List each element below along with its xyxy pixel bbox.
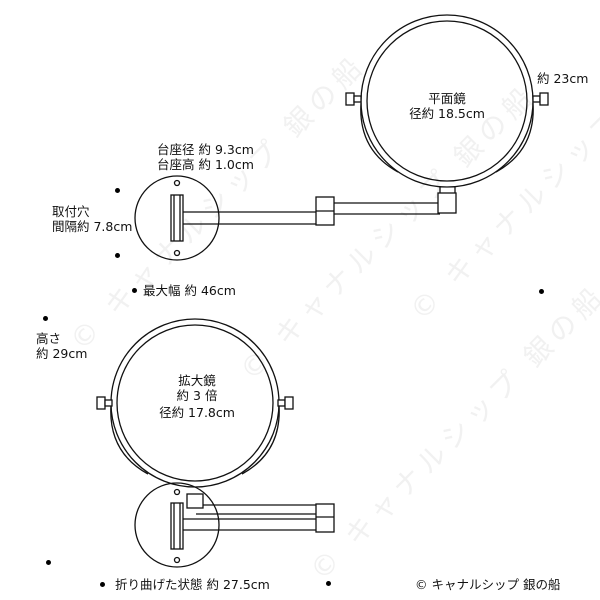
marker-dot <box>326 581 331 586</box>
base-diameter: 台座径 約 9.3cm <box>157 142 254 157</box>
marker-dot <box>46 560 51 565</box>
magnifying-mirror-magnification: 約 3 倍 <box>176 388 218 403</box>
swing-arm-top <box>183 186 457 226</box>
flat-mirror-drawing <box>345 14 549 188</box>
folded-size-value: 折り曲げた状態 約 27.5cm <box>115 577 270 592</box>
magnifying-mirror-label: 拡大鏡 約 3 倍 径約 17.8cm <box>150 373 244 420</box>
overall-height-title: 高さ <box>36 331 62 346</box>
marker-dot <box>115 188 120 193</box>
wall-base-bottom <box>134 482 220 568</box>
flat-mirror-width: 約 23cm <box>537 71 589 86</box>
wall-base-top <box>134 175 220 261</box>
marker-dot <box>43 316 48 321</box>
flat-mirror-name: 平面鏡 <box>428 91 466 106</box>
flat-mirror-diameter: 径約 18.5cm <box>409 106 485 121</box>
marker-dot <box>539 289 544 294</box>
marker-dot <box>100 582 105 587</box>
base-height: 台座高 約 1.0cm <box>157 157 254 172</box>
overall-height-value: 約 29cm <box>36 346 88 361</box>
flat-mirror-label: 平面鏡 径約 18.5cm <box>400 91 494 121</box>
base-dimensions-label: 台座径 約 9.3cm 台座高 約 1.0cm <box>157 142 254 172</box>
max-width-value: 最大幅 約 46cm <box>143 283 236 298</box>
flat-mirror-width-label: 約 23cm <box>537 71 588 86</box>
copyright-notice: © キャナルシップ 銀の船 <box>415 577 560 592</box>
marker-dot <box>132 288 137 293</box>
folded-size-label: 折り曲げた状態 約 27.5cm <box>100 577 270 592</box>
magnifying-mirror-drawing <box>96 318 294 488</box>
mount-hole-spacing: 間隔約 7.8cm <box>52 219 133 234</box>
max-width-label: 最大幅 約 46cm <box>132 283 236 298</box>
magnifying-mirror-name: 拡大鏡 <box>178 373 216 388</box>
marker-dot <box>115 253 120 258</box>
mount-hole-title: 取付穴 <box>52 204 90 219</box>
mount-hole-label: 取付穴 間隔約 7.8cm <box>52 204 132 234</box>
copyright-text: © キャナルシップ 銀の船 <box>415 577 561 592</box>
magnifying-mirror-diameter: 径約 17.8cm <box>159 405 235 420</box>
overall-height-label: 高さ 約 29cm <box>36 331 87 361</box>
folded-arm-bottom <box>183 493 335 533</box>
